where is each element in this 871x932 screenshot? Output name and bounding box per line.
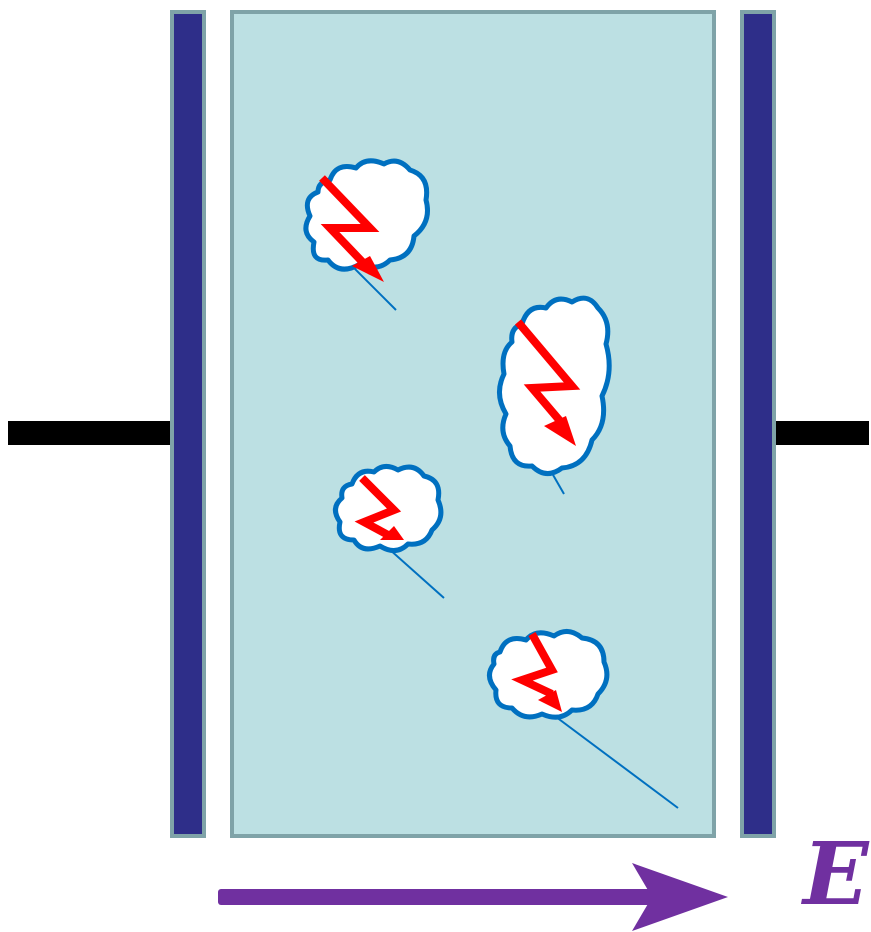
field-arrow-head bbox=[632, 863, 728, 931]
polar-molecule bbox=[487, 629, 679, 809]
dipole-zigzag bbox=[511, 632, 558, 698]
right-plate bbox=[740, 10, 776, 838]
dipole-arrowhead bbox=[380, 526, 404, 540]
right-lead-wire bbox=[770, 421, 869, 445]
polar-molecule bbox=[497, 295, 612, 495]
left-plate bbox=[170, 10, 206, 838]
field-label: E bbox=[803, 824, 869, 925]
dipole-arrowhead bbox=[538, 690, 562, 712]
field-arrow bbox=[218, 863, 728, 931]
field-arrow-shaft bbox=[218, 889, 668, 905]
left-lead-wire bbox=[8, 421, 176, 445]
dipole-zigzag bbox=[319, 175, 380, 275]
dielectric-slab bbox=[230, 10, 716, 838]
polar-molecule bbox=[303, 158, 430, 311]
dipole-arrowhead bbox=[544, 416, 576, 446]
dipole-arrowhead bbox=[352, 256, 384, 282]
dipole-zigzag bbox=[514, 319, 581, 431]
dipole-zigzag bbox=[354, 475, 402, 540]
polar-molecule bbox=[333, 464, 445, 599]
